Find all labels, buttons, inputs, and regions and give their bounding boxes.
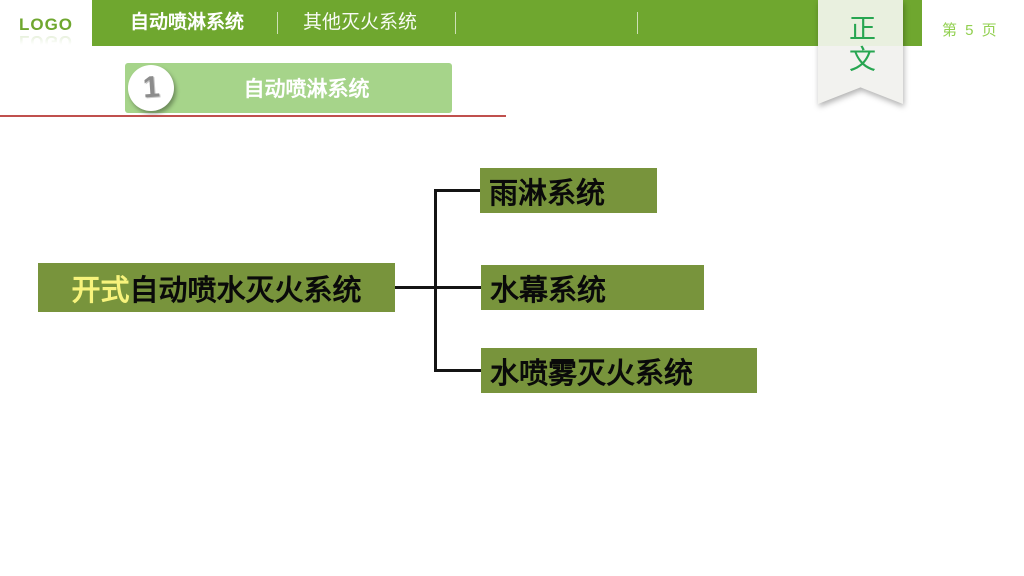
- tab-auto-sprinkler-system[interactable]: 自动喷淋系统: [130, 12, 245, 33]
- section-header-badge: 1 自动喷淋系统: [125, 63, 452, 113]
- diagram-child-node-rain: 雨淋系统: [480, 168, 657, 213]
- tab-separator: [637, 12, 638, 34]
- diagram-child-node-water-curtain: 水幕系统: [481, 265, 704, 310]
- tab-separator: [455, 12, 456, 34]
- logo-text: LOGO: [18, 15, 74, 34]
- section-number-circle: 1: [128, 65, 174, 111]
- connector-root: [395, 286, 481, 289]
- bookmark-shape: 正文: [818, 0, 903, 104]
- tab-separator: [277, 12, 278, 34]
- section-divider-line: [0, 115, 506, 117]
- connector-branch-top: [434, 189, 481, 192]
- root-node-highlight-text: 开式: [71, 274, 130, 307]
- connector-vertical: [434, 189, 437, 372]
- bookmark-label: 正文: [845, 14, 875, 76]
- diagram-child-node-water-mist: 水喷雾灭火系统: [481, 348, 757, 393]
- header-nav-bar: 自动喷淋系统 其他灭火系统: [92, 0, 922, 46]
- page-indicator: 第 5 页: [942, 22, 999, 39]
- tab-other-extinguishing-system[interactable]: 其他灭火系统: [303, 12, 418, 33]
- section-title: 自动喷淋系统: [243, 78, 370, 101]
- section-number: 1: [141, 70, 161, 105]
- connector-branch-bottom: [434, 369, 481, 372]
- diagram-root-node: 开式自动喷水灭火系统: [38, 263, 395, 312]
- root-node-text: 自动喷水灭火系统: [129, 274, 362, 307]
- logo: LOGO LOGO: [0, 0, 92, 51]
- bookmark-ribbon[interactable]: 正文: [818, 0, 903, 104]
- logo-reflection: LOGO: [18, 32, 74, 51]
